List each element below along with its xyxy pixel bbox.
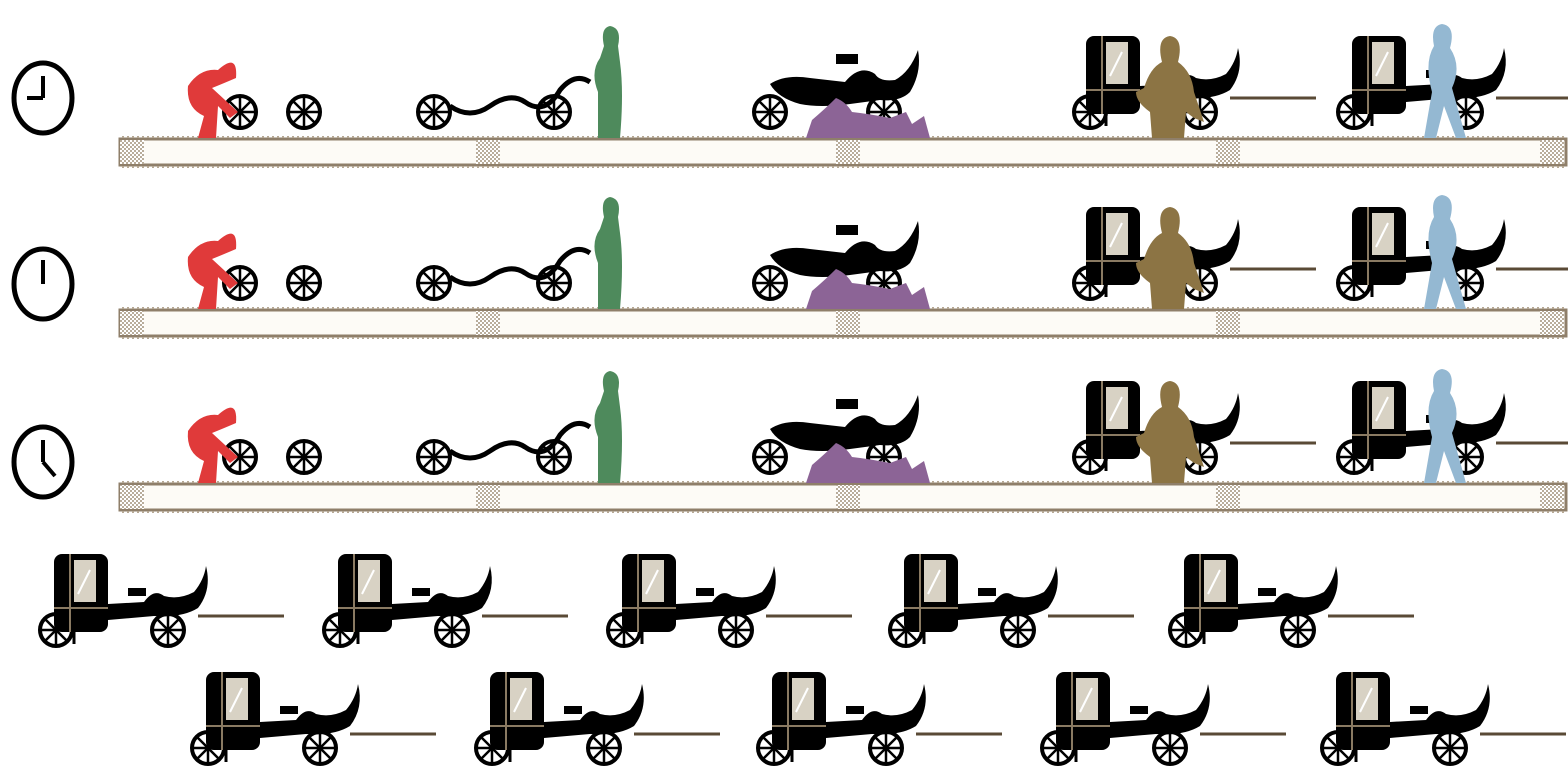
finished-carriage — [322, 552, 570, 648]
stage-chassis-springs — [416, 371, 622, 483]
clock-icon — [11, 60, 75, 136]
wheel — [150, 612, 186, 648]
worker-green — [594, 26, 622, 138]
stage-cabin-fitting — [1072, 34, 1318, 138]
worker-red — [187, 62, 238, 138]
worker-red — [187, 233, 238, 309]
finished-carriage — [606, 552, 854, 648]
wheel — [1152, 730, 1188, 766]
finished-carriage — [1168, 552, 1416, 648]
worker-brown — [1136, 381, 1204, 483]
finished-carriage — [1320, 670, 1568, 766]
wheel — [416, 439, 452, 475]
worker-green — [594, 197, 622, 309]
wheel — [286, 439, 322, 475]
finished-carriage — [38, 552, 286, 648]
stage-wheel-assembly — [187, 407, 322, 483]
finished-carriage — [888, 552, 1136, 648]
finished-carriage — [756, 670, 1004, 766]
carriage-body — [770, 395, 919, 451]
carriage-body — [770, 50, 919, 106]
stage-cabin-fitting — [1072, 379, 1318, 483]
finished-carriage — [1040, 670, 1288, 766]
stage-chassis-springs — [416, 197, 622, 309]
worker-red — [187, 407, 238, 483]
stage-chassis-springs — [416, 26, 622, 138]
stage-body-shell — [752, 395, 930, 483]
clock-icon — [11, 246, 75, 322]
stage-wheel-assembly — [187, 233, 322, 309]
stage-wheel-assembly — [187, 62, 322, 138]
wheel — [1432, 730, 1468, 766]
worker-purple — [806, 269, 930, 309]
worker-blue — [1424, 24, 1466, 138]
carriage-body — [770, 221, 919, 277]
conveyor-belt — [118, 136, 1568, 168]
wheel — [302, 730, 338, 766]
stage-final-harness — [1336, 195, 1568, 309]
wheel — [752, 439, 788, 475]
stage-body-shell — [752, 50, 930, 138]
wheel — [1280, 612, 1316, 648]
stage-body-shell — [752, 221, 930, 309]
assembly-row — [118, 369, 1568, 513]
conveyor-belt — [118, 307, 1568, 339]
clock-icon — [11, 424, 75, 500]
wheel — [718, 612, 754, 648]
wheel — [416, 94, 452, 130]
stage-final-harness — [1336, 24, 1568, 138]
wheel — [752, 265, 788, 301]
wheel — [416, 265, 452, 301]
wheel — [868, 730, 904, 766]
finished-carriage — [474, 670, 722, 766]
worker-purple — [806, 98, 930, 138]
stage-cabin-fitting — [1072, 205, 1318, 309]
worker-green — [594, 371, 622, 483]
stage-final-harness — [1336, 369, 1568, 483]
wheel — [1000, 612, 1036, 648]
wheel — [286, 94, 322, 130]
wheel — [752, 94, 788, 130]
assembly-row — [118, 24, 1568, 168]
worker-blue — [1424, 369, 1466, 483]
wheel — [286, 265, 322, 301]
worker-brown — [1136, 36, 1204, 138]
conveyor-belt — [118, 481, 1568, 513]
wheel — [586, 730, 622, 766]
finished-carriage — [190, 670, 438, 766]
wheel — [434, 612, 470, 648]
worker-blue — [1424, 195, 1466, 309]
worker-brown — [1136, 207, 1204, 309]
worker-purple — [806, 443, 930, 483]
assembly-row — [118, 195, 1568, 339]
